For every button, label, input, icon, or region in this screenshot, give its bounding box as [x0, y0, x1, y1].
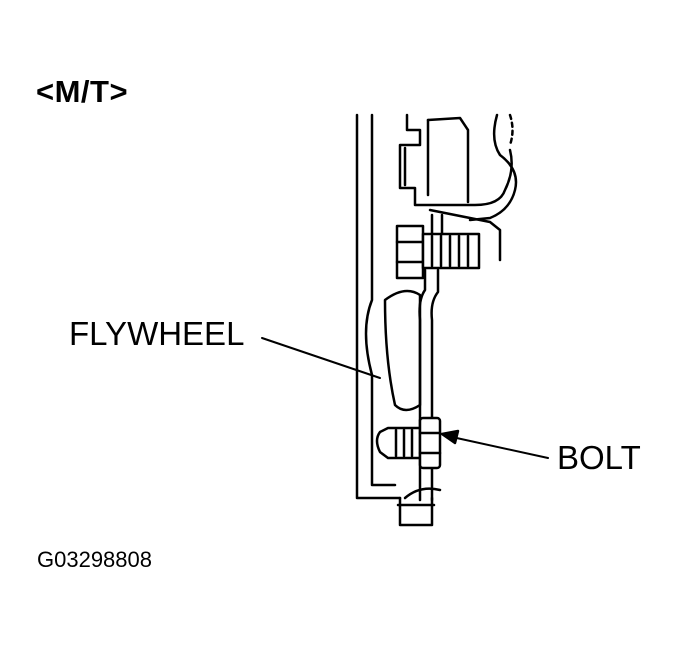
bolt-arrow — [440, 429, 549, 459]
flywheel-leader-line — [261, 337, 381, 379]
lower-bolt-drawing — [375, 416, 442, 470]
transmission-type-title: <M/T> — [36, 74, 129, 109]
figure-id: G03298808 — [37, 547, 152, 572]
flywheel-label: FLYWHEEL — [69, 315, 245, 352]
crankshaft-housing-drawing — [398, 113, 518, 262]
upper-bolt-drawing — [395, 213, 481, 280]
bolt-label: BOLT — [557, 439, 641, 476]
